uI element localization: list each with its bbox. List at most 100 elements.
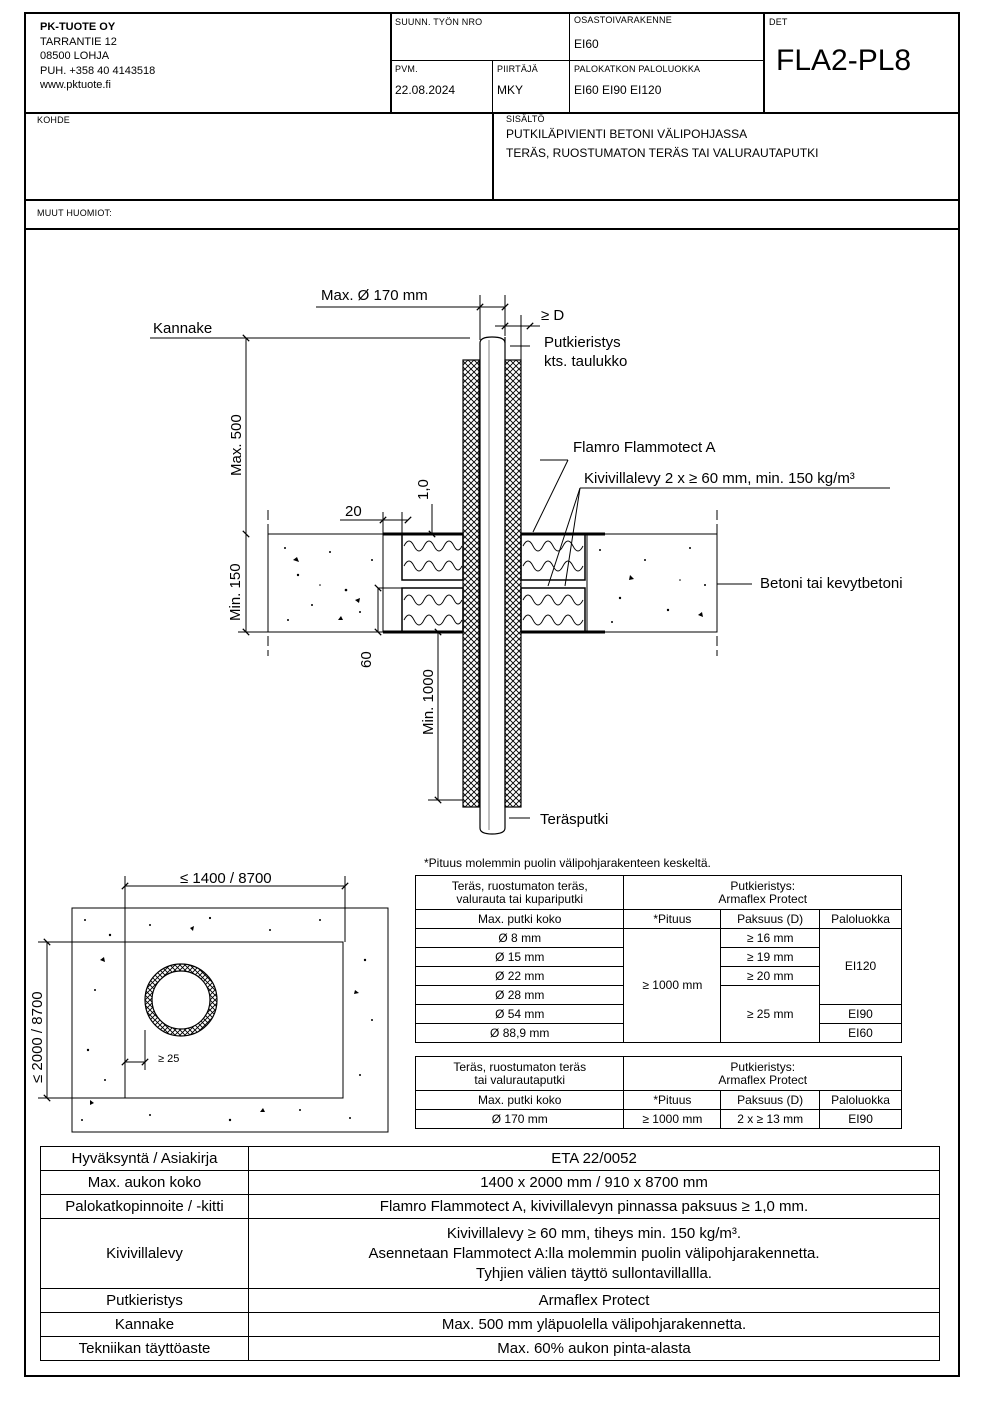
t2-size: Ø 170 mm [414,1109,625,1129]
label-plan-width: ≤ 1400 / 8700 [180,870,272,887]
table-note: *Pituus molemmin puolin välipohjarakente… [424,856,711,870]
company-street: TARRANTIE 12 [40,35,117,48]
steel-pipe [479,336,506,835]
section-drawing: Max. Ø 170 mm ≥ D Kannake Putkieristys k… [150,287,903,835]
class-value: EI60 EI90 EI120 [574,83,662,97]
label-kts-taulukko: kts. taulukko [544,353,627,370]
t1-col-class: Paloluokka [819,909,902,929]
t1-class-ei60: EI60 [819,1023,902,1043]
row-value-line: Asennetaan Flammotect A:lla molemmin puo… [368,1244,820,1262]
t2-class: EI90 [819,1109,902,1129]
row-key: Hyväksyntä / Asiakirja [40,1146,249,1171]
t1-row-thickness: ≥ 19 mm [720,947,821,967]
pipe-insulation [462,359,522,808]
t2-col-length: *Pituus [623,1090,722,1110]
t2-col-class: Paloluokka [819,1090,902,1110]
t1-header-insulation: Putkieristys:Armaflex Protect [623,875,902,910]
label-min150: Min. 150 [227,563,244,621]
class-label: PALOKATKON PALOLUOKKA [574,64,701,74]
sisalto-label: SISÄLTÖ [506,114,545,124]
label-kannake: Kannake [153,320,212,337]
title-divider [390,12,392,112]
date-value: 22.08.2024 [395,83,456,97]
drawer-label: PIIRTÄJÄ [497,64,538,74]
date-label: PVM. [395,64,418,74]
concrete-slab [267,510,718,656]
row-key: Max. aukon koko [40,1170,249,1195]
title-divider [569,12,570,112]
t1-length-all: ≥ 1000 mm [623,928,722,1043]
det-value: FLA2-PL8 [776,44,912,77]
row-value-line: Kivivillalevy ≥ 60 mm, tiheys min. 150 k… [446,1224,742,1242]
t1-class-ei120: EI120 [819,928,902,1005]
company-block: PK-TUOTE OY TARRANTIE 12 08500 LOHJA PUH… [40,20,155,93]
label-flamro: Flamro Flammotect A [573,439,716,456]
title-divider [763,12,765,112]
det-label: DET [769,17,788,27]
row-value: Max. 60% aukon pinta-alasta [248,1336,940,1361]
label-max-diameter: Max. Ø 170 mm [321,287,428,304]
t1-col-size: Max. putki koko [414,909,625,929]
t1-row-size: Ø 28 mm [414,985,625,1005]
title-divider [492,60,493,112]
sisalto-line1: PUTKILÄPIVIENTI BETONI VÄLIPOHJASSA [506,127,748,141]
row-value: Max. 500 mm yläpuolella välipohjarakenne… [248,1312,940,1337]
kohde-label: KOHDE [37,115,71,125]
label-dim-10: 1,0 [415,479,432,500]
job-label: SUUNN. TYÖN NRO [395,17,483,27]
t1-class-ei90: EI90 [819,1004,902,1024]
row-value: Armaflex Protect [248,1288,940,1313]
title-divider [24,199,960,201]
t1-col-thickness: Paksuus (D) [720,909,821,929]
label-min1000: Min. 1000 [420,669,437,735]
row-key: Kivivillalevy [40,1218,249,1289]
label-terasputki: Teräsputki [540,811,608,828]
t1-row-size: Ø 22 mm [414,966,625,986]
plan-drawing: ≤ 1400 / 8700 ≤ 2000 / 8700 ≥ 25 [29,870,389,1133]
label-plan-gap: ≥ 25 [158,1053,179,1065]
t2-thickness: 2 x ≥ 13 mm [720,1109,821,1129]
drawer-value: MKY [497,83,524,97]
title-divider [390,60,764,61]
t1-row-size: Ø 88,9 mm [414,1023,625,1043]
t1-row-thickness: ≥ 16 mm [720,928,821,948]
row-key: Kannake [40,1312,249,1337]
component-value: EI60 [574,37,599,51]
company-phone: PUH. +358 40 4143518 [40,64,156,77]
label-dim-60: 60 [358,651,375,668]
t1-col-length: *Pituus [623,909,722,929]
t1-row-thickness: ≥ 20 mm [720,966,821,986]
row-key: Palokatkopinnoite / -kitti [40,1194,249,1219]
t1-thickness-big: ≥ 25 mm [720,985,821,1043]
component-label: OSASTOIVARAKENNE [574,15,672,25]
row-key: Putkieristys [40,1288,249,1313]
t2-header-insulation: Putkieristys:Armaflex Protect [623,1056,902,1091]
title-divider [492,112,494,200]
drawing-sheet [24,12,960,1377]
row-value: Kivivillalevy ≥ 60 mm, tiheys min. 150 k… [248,1218,940,1289]
spec-table-1: Teräs, ruostumaton teräs,valurauta tai k… [414,875,902,1043]
label-putkieristys: Putkieristys [544,334,621,351]
title-divider [24,228,960,230]
row-key: Tekniikan täyttöaste [40,1336,249,1361]
label-kivivilla: Kivivillalevy 2 x ≥ 60 mm, min. 150 kg/m… [584,470,855,487]
t1-row-size: Ø 15 mm [414,947,625,967]
label-max500: Max. 500 [228,414,245,476]
mineral-wool-boards [383,532,605,634]
row-value: ETA 22/0052 [248,1146,940,1171]
label-betoni: Betoni tai kevytbetoni [760,575,903,592]
dimension-lines [150,295,890,819]
t1-row-size: Ø 8 mm [414,928,625,948]
t2-col-size: Max. putki koko [414,1090,625,1110]
t2-col-thickness: Paksuus (D) [720,1090,821,1110]
sisalto-line2: TERÄS, RUOSTUMATON TERÄS TAI VALURAUTAPU… [506,146,819,160]
row-value: Flamro Flammotect A, kivivillalevyn pinn… [248,1194,940,1219]
t1-row-size: Ø 54 mm [414,1004,625,1024]
company-name: PK-TUOTE OY [40,21,116,33]
t2-length: ≥ 1000 mm [623,1109,722,1129]
label-gte-d: ≥ D [541,307,564,324]
company-city: 08500 LOHJA [40,50,110,62]
